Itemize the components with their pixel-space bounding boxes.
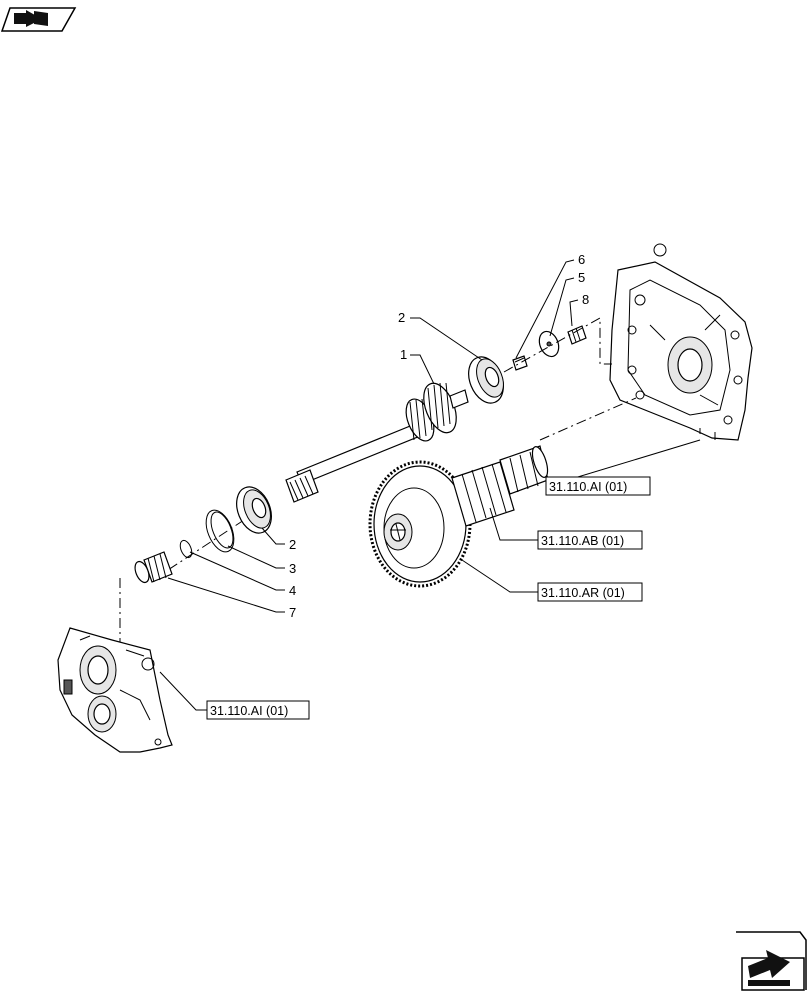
callout-1: 1 xyxy=(400,347,407,362)
callout-5: 5 xyxy=(578,270,585,285)
ref-box-ai-right[interactable]: 31.110.AI (01) xyxy=(545,476,651,496)
ref-box-ar[interactable]: 31.110.AR (01) xyxy=(537,582,643,602)
callout-numbers: 1 2 6 5 8 2 3 4 7 xyxy=(289,252,589,620)
screw-part-6 xyxy=(512,355,528,371)
pin-part-8 xyxy=(567,325,587,345)
callout-4: 4 xyxy=(289,583,296,598)
ref-ar-label: 31.110.AR (01) xyxy=(541,586,625,600)
callout-2-lower: 2 xyxy=(289,537,296,552)
output-shaft-hub xyxy=(451,445,549,527)
callout-6: 6 xyxy=(578,252,585,267)
right-housing xyxy=(609,243,753,441)
ref-ai-right-label: 31.110.AI (01) xyxy=(549,480,627,494)
ref-ai-left-label: 31.110.AI (01) xyxy=(210,704,288,718)
callout-8: 8 xyxy=(582,292,589,307)
snap-ring-part-4 xyxy=(179,539,193,559)
input-shaft xyxy=(285,382,469,503)
ref-box-ab[interactable]: 31.110.AB (01) xyxy=(537,530,643,550)
washer-part-5 xyxy=(538,330,560,358)
next-page-arrow-icon[interactable] xyxy=(736,931,807,991)
shaft-spline-end xyxy=(285,469,319,503)
callout-7: 7 xyxy=(289,605,296,620)
circlip-part-3 xyxy=(205,509,235,553)
ref-ab-label: 31.110.AB (01) xyxy=(541,534,624,548)
book-arrow-icon[interactable] xyxy=(0,7,77,32)
bearing-upper xyxy=(468,356,504,404)
coupler-part-7 xyxy=(134,551,173,584)
callout-2-upper: 2 xyxy=(398,310,405,325)
left-housing xyxy=(57,627,173,753)
bearing-lower xyxy=(236,486,272,534)
ref-box-ai-left[interactable]: 31.110.AI (01) xyxy=(206,700,310,720)
callout-3: 3 xyxy=(289,561,296,576)
